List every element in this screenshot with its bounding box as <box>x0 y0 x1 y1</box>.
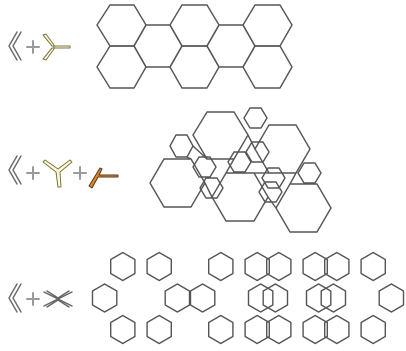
hex-cell <box>302 251 328 282</box>
plus-icon <box>26 166 40 180</box>
row3-hex-rings <box>91 251 405 345</box>
hex-cell <box>169 4 220 47</box>
row1-legend <box>8 31 71 61</box>
hex-cell-small <box>199 177 224 199</box>
angle-bracket-icon <box>8 155 22 185</box>
connector-line <box>225 158 235 174</box>
hex-cell-large <box>275 183 332 233</box>
hex-cell <box>378 283 405 313</box>
angle-bracket-icon <box>8 283 22 313</box>
hex-cell <box>247 283 274 313</box>
hex-cell <box>242 4 293 47</box>
hex-cell-small <box>192 156 217 178</box>
hex-cell <box>207 251 234 282</box>
plus-icon <box>26 292 40 306</box>
y-connector-icon <box>42 33 71 61</box>
hex-cell <box>302 314 328 345</box>
hex-cell <box>96 45 147 89</box>
hex-cell-small <box>297 162 322 184</box>
hex-cell <box>244 314 270 345</box>
hex-cell <box>109 314 136 345</box>
row2-legend <box>8 155 119 189</box>
hex-cell <box>242 45 293 89</box>
hex-cell <box>146 314 173 345</box>
x-connector-icon <box>43 290 73 308</box>
hex-cell <box>96 4 147 47</box>
hex-cell-small <box>258 181 283 203</box>
hex-cell <box>360 314 386 345</box>
hex-cell-small <box>261 167 286 189</box>
hex-cell <box>320 283 347 313</box>
hex-cell <box>266 251 292 282</box>
hex-cell <box>206 24 256 68</box>
hex-cell <box>324 251 350 282</box>
angle-bracket-icon <box>8 31 22 61</box>
hex-cell <box>91 283 118 313</box>
hex-cell <box>207 314 234 345</box>
hex-cell-large <box>211 172 269 222</box>
k-connector-icon <box>88 167 119 189</box>
row3-legend <box>8 283 73 313</box>
connector-line <box>192 145 208 160</box>
hex-cell <box>244 251 270 282</box>
row2-mixed-hex-tiling <box>149 107 332 233</box>
row1-hex-strip <box>96 4 293 89</box>
connector-line <box>289 172 297 185</box>
y-connector-icon <box>42 159 73 188</box>
hex-cell <box>164 283 191 313</box>
hex-cell <box>109 251 136 282</box>
connector-line <box>186 156 192 160</box>
hex-cell-small <box>169 134 194 158</box>
hex-cell <box>262 283 289 313</box>
hex-cell <box>133 24 183 68</box>
hex-cell <box>324 314 350 345</box>
plus-icon <box>26 40 40 54</box>
hex-cell <box>266 314 292 345</box>
hex-cell <box>169 45 220 89</box>
connector-line <box>204 182 213 198</box>
hex-cell-small <box>227 151 252 173</box>
hex-cell <box>305 283 332 313</box>
plus-icon <box>73 166 87 180</box>
hex-cell <box>189 283 216 313</box>
connector-line <box>247 134 256 150</box>
hex-cell <box>360 251 386 282</box>
hex-cell <box>146 251 173 282</box>
hex-cell-large <box>149 158 206 208</box>
connector-line <box>267 196 277 209</box>
hex-cell-small <box>243 107 268 129</box>
